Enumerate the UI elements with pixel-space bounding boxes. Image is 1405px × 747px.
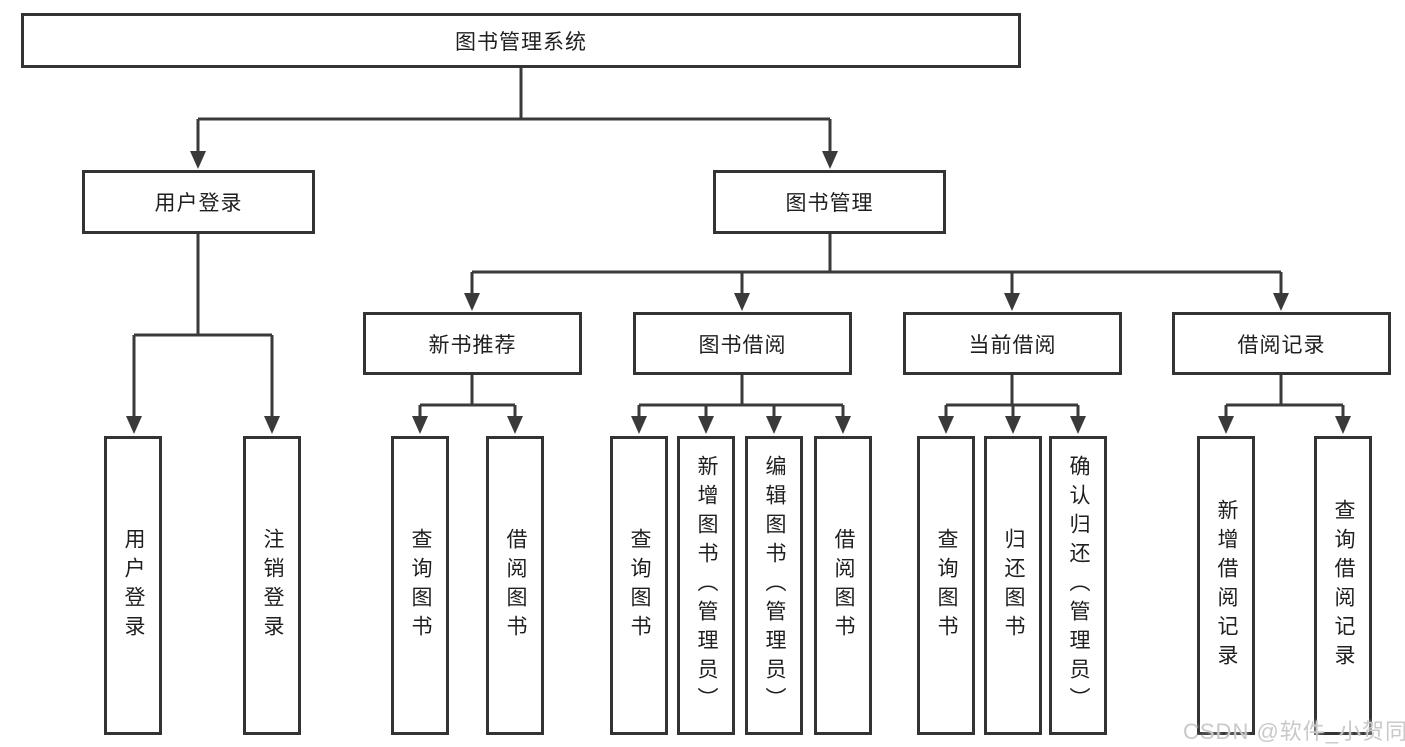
leaf-return-books: 归还图书	[984, 436, 1042, 735]
leaf-query-borrow-record: 查询借阅记录	[1314, 436, 1372, 735]
leaf-edit-books-admin: 编辑图书（管理员）	[745, 436, 803, 735]
leaf-query-borrow-record-label: 查询借阅记录	[1332, 498, 1356, 673]
leaf-add-books-admin: 新增图书（管理员）	[677, 436, 735, 735]
leaf-borrow-books-label: 借阅图书	[832, 527, 856, 644]
node-new-book-recommendation-label: 新书推荐	[428, 333, 517, 357]
node-book-borrowing-label: 图书借阅	[698, 333, 787, 357]
leaf-add-borrow-record-label: 新增借阅记录	[1215, 498, 1239, 673]
leaf-borrow-books-label: 借阅图书	[504, 527, 528, 644]
node-user-login: 用户登录	[82, 170, 315, 234]
node-new-book-recommendation: 新书推荐	[363, 312, 582, 375]
leaf-user-login: 用户登录	[104, 436, 162, 735]
node-root-label: 图书管理系统	[455, 30, 587, 54]
node-book-management: 图书管理	[713, 170, 946, 234]
node-book-management-label: 图书管理	[785, 192, 874, 215]
leaf-borrow-books: 借阅图书	[814, 436, 872, 735]
leaf-edit-books-admin-label: 编辑图书（管理员）	[763, 455, 787, 716]
leaf-logout: 注销登录	[243, 436, 301, 735]
node-borrowing-records-label: 借阅记录	[1237, 333, 1326, 357]
leaf-query-books-label: 查询图书	[935, 527, 959, 644]
leaf-logout-label: 注销登录	[261, 527, 285, 644]
leaf-confirm-return-admin-label: 确认归还（管理员）	[1067, 455, 1091, 716]
leaf-query-books: 查询图书	[917, 436, 975, 735]
leaf-query-books: 查询图书	[610, 436, 668, 735]
leaf-return-books-label: 归还图书	[1002, 527, 1026, 644]
leaf-query-books-label: 查询图书	[628, 527, 652, 644]
leaf-add-borrow-record: 新增借阅记录	[1197, 436, 1255, 735]
node-current-borrowing-label: 当前借阅	[968, 333, 1057, 357]
leaf-query-books-label: 查询图书	[409, 527, 433, 644]
node-user-login-label: 用户登录	[154, 192, 243, 215]
leaf-add-books-admin-label: 新增图书（管理员）	[695, 455, 719, 716]
leaf-user-login-label: 用户登录	[122, 527, 146, 644]
leaf-confirm-return-admin: 确认归还（管理员）	[1049, 436, 1107, 735]
leaf-borrow-books: 借阅图书	[486, 436, 544, 735]
leaf-query-books: 查询图书	[391, 436, 449, 735]
node-current-borrowing: 当前借阅	[903, 312, 1122, 375]
node-root: 图书管理系统	[21, 13, 1021, 68]
node-borrowing-records: 借阅记录	[1172, 312, 1391, 375]
csdn-watermark: CSDN @软件_小贺同学	[1183, 719, 1405, 744]
node-book-borrowing: 图书借阅	[633, 312, 852, 375]
